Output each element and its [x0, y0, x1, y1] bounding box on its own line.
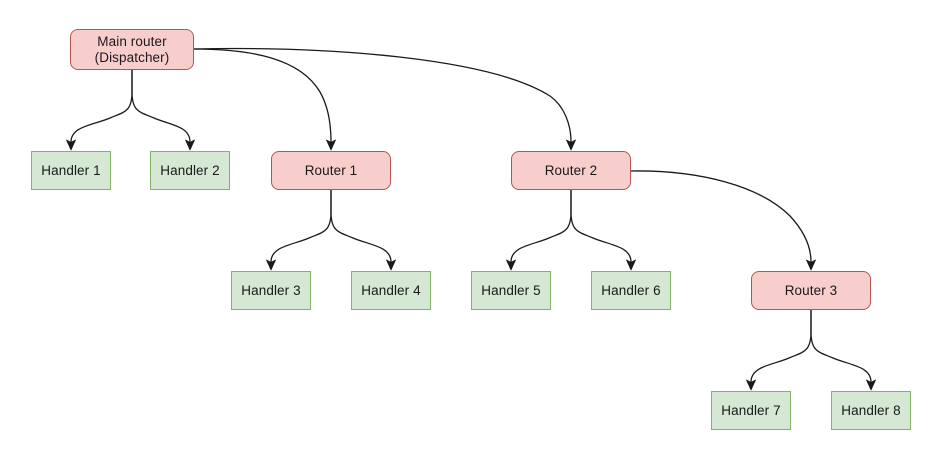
edge-main-to-handler-1 — [66, 69, 133, 151]
edge-router-1-to-handler-3 — [266, 189, 332, 271]
node-handler-6[interactable]: Handler 6 — [591, 271, 671, 310]
node-handler-7[interactable]: Handler 7 — [711, 391, 791, 430]
node-router-3[interactable]: Router 3 — [751, 271, 871, 310]
node-router-1[interactable]: Router 1 — [271, 151, 391, 190]
edge-router-3-to-handler-8 — [810, 309, 876, 391]
node-router-2[interactable]: Router 2 — [511, 151, 631, 190]
edge-router-1-to-handler-4 — [330, 189, 396, 271]
node-main-router[interactable]: Main router (Dispatcher) — [70, 29, 194, 70]
node-handler-5[interactable]: Handler 5 — [471, 271, 551, 310]
edge-router-2-to-handler-5 — [506, 189, 572, 271]
node-handler-1[interactable]: Handler 1 — [31, 151, 111, 190]
edge-router-3-to-handler-7 — [746, 309, 812, 391]
edge-main-to-router-2 — [193, 47, 576, 151]
node-handler-2[interactable]: Handler 2 — [150, 151, 230, 190]
node-handler-3[interactable]: Handler 3 — [231, 271, 311, 310]
node-handler-8[interactable]: Handler 8 — [831, 391, 911, 430]
edge-main-to-router-1 — [193, 48, 336, 151]
edge-router-2-to-router-3 — [630, 170, 816, 271]
node-handler-4[interactable]: Handler 4 — [351, 271, 431, 310]
edge-router-2-to-handler-6 — [570, 189, 636, 271]
edge-main-to-handler-2 — [131, 69, 195, 151]
